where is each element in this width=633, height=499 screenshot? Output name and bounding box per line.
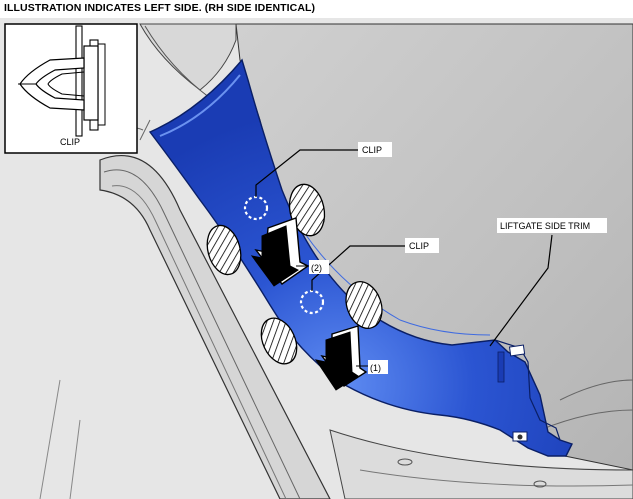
callout-step-1: (1)	[370, 363, 381, 373]
clip-lower-leader	[311, 245, 405, 291]
hook-marker-upper-right	[288, 183, 326, 237]
trim-tab-upper	[508, 344, 526, 357]
clip-icon	[18, 25, 106, 137]
liftgate-side-trim	[148, 58, 573, 457]
inset-clip-label: CLIP	[60, 137, 80, 147]
hook-marker-lower-left	[260, 317, 298, 365]
trim-leader	[489, 234, 553, 347]
removal-arrow-2	[250, 217, 310, 287]
hook-marker-lower-right	[345, 281, 383, 329]
clip-upper-leader	[255, 149, 358, 197]
body-pillar	[99, 155, 331, 499]
removal-arrow-1	[314, 325, 368, 391]
callout-step-2: (2)	[311, 263, 322, 273]
hook-marker-upper-left	[206, 224, 242, 276]
clip-detail-inset: CLIP	[4, 23, 138, 154]
callout-liftgate-side-trim: LIFTGATE SIDE TRIM	[500, 221, 590, 231]
illustration-note: ILLUSTRATION INDICATES LEFT SIDE. (RH SI…	[4, 2, 316, 14]
callout-clip-lower: CLIP	[409, 241, 429, 251]
callout-clip-upper: CLIP	[362, 145, 382, 155]
